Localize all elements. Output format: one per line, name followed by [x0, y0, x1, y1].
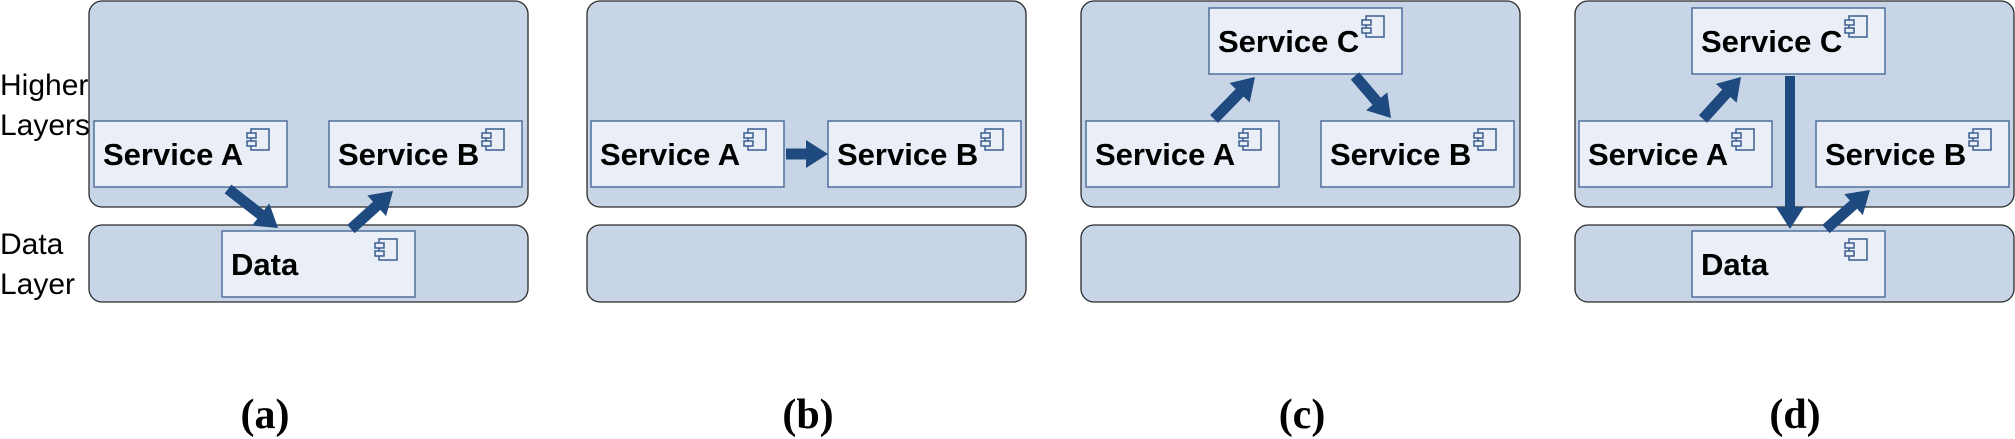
component-service-b: Service B	[1815, 120, 2010, 188]
component-label: Data	[1701, 247, 1769, 282]
component-label: Service B	[1330, 137, 1471, 172]
uml-component-icon	[980, 128, 1004, 151]
data-layer-label-line2: Layer	[0, 268, 76, 301]
component-service-b: Service B	[328, 120, 523, 188]
diagram-c: Service C Service A Service B	[1080, 0, 1521, 303]
caption-a: (a)	[240, 392, 290, 438]
data-layer-panel	[1080, 224, 1521, 303]
uml-component-icon	[1361, 15, 1385, 38]
arrow-service-a-to-service-b	[786, 140, 828, 168]
arrow-service-a-to-data	[224, 184, 278, 228]
uml-component-icon	[246, 128, 270, 151]
arrow-data-to-service-b	[347, 191, 393, 234]
arrow-data-to-service-b	[1822, 190, 1870, 234]
component-label: Service B	[1825, 137, 1966, 172]
uml-component-icon	[481, 128, 505, 151]
uml-component-icon	[1731, 128, 1755, 151]
uml-component-icon	[1844, 15, 1868, 38]
diagram-b: Service A Service B	[586, 0, 1027, 303]
data-layer-label-line1: Data	[0, 228, 64, 261]
caption-c: (c)	[1278, 392, 1326, 438]
component-label: Service A	[600, 137, 740, 172]
component-service-c: Service C	[1691, 7, 1886, 75]
component-service-a: Service A	[590, 120, 785, 188]
caption-d: (d)	[1769, 392, 1821, 438]
component-label: Service C	[1218, 24, 1359, 59]
data-layer-panel	[586, 224, 1027, 303]
component-data: Data	[221, 230, 416, 298]
diagram-d: Service C Service A Service B Data	[1574, 0, 2015, 303]
component-label: Service B	[837, 137, 978, 172]
component-service-a: Service A	[1085, 120, 1280, 188]
component-label: Service A	[1588, 137, 1728, 172]
caption-b: (b)	[782, 392, 834, 438]
component-service-a: Service A	[93, 120, 288, 188]
higher-layers-label-line1: Higher	[0, 69, 89, 102]
arrow-service-c-to-data	[1776, 76, 1804, 229]
component-label: Service C	[1701, 24, 1842, 59]
component-label: Data	[231, 247, 299, 282]
uml-component-icon	[1238, 128, 1262, 151]
component-service-a: Service A	[1578, 120, 1773, 188]
uml-component-icon	[374, 238, 398, 261]
arrow-service-a-to-service-c	[1210, 77, 1255, 123]
higher-layers-label-line2: Layers	[0, 109, 91, 142]
arrow-service-a-to-service-c	[1698, 77, 1741, 123]
uml-component-icon	[1968, 128, 1992, 151]
arrow-service-c-to-service-b	[1350, 72, 1391, 118]
diagram-a: Service A Service B Data	[88, 0, 529, 303]
uml-component-icon	[743, 128, 767, 151]
component-service-c: Service C	[1208, 7, 1403, 75]
component-label: Service A	[103, 137, 243, 172]
component-service-b: Service B	[827, 120, 1022, 188]
uml-component-icon	[1473, 128, 1497, 151]
component-data: Data	[1691, 230, 1886, 298]
component-label: Service B	[338, 137, 479, 172]
component-label: Service A	[1095, 137, 1235, 172]
component-service-b: Service B	[1320, 120, 1515, 188]
uml-component-icon	[1844, 238, 1868, 261]
